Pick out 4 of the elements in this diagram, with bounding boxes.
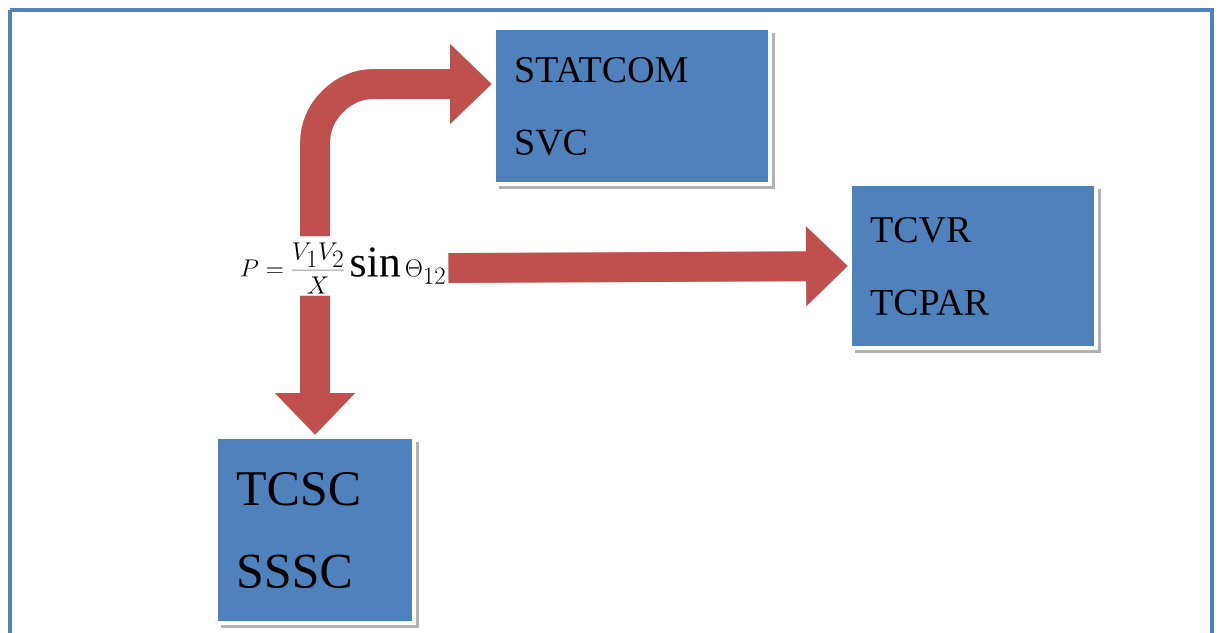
formula: $P =\frac{V_1V_2}{X}\sin\Theta_{12}$ xyxy=(241,242,445,294)
process-box: TCSC SSSC xyxy=(214,435,419,628)
process-box: TCVR TCPAR xyxy=(848,182,1101,353)
process-box: STATCOM SVC xyxy=(492,26,775,189)
